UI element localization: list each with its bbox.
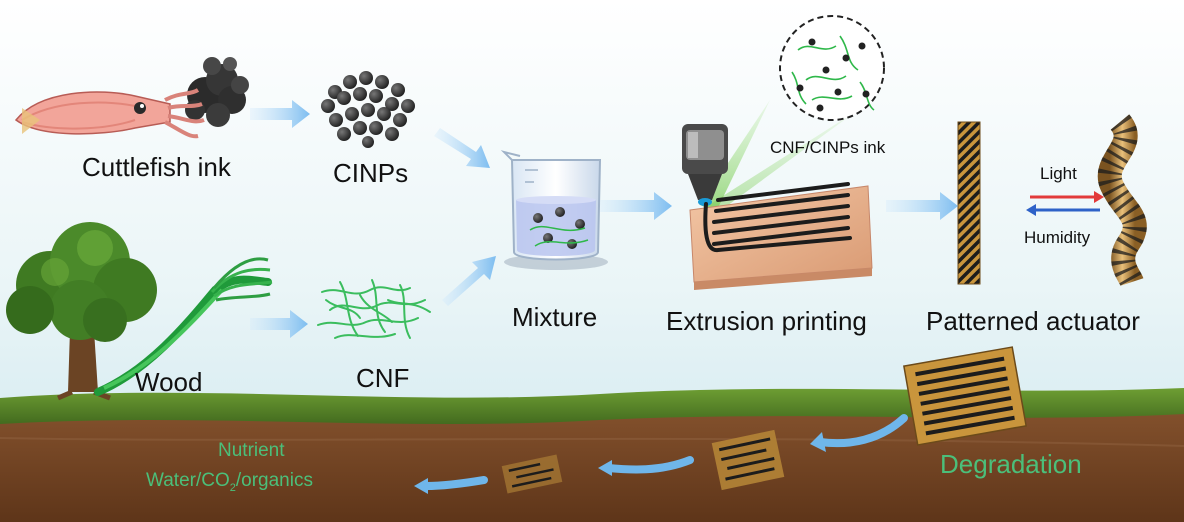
beaker-icon — [500, 150, 608, 270]
flow-arrow-ink-to-cinps — [250, 100, 310, 128]
humidity-arrow-icon — [1026, 204, 1100, 216]
label-humidity: Humidity — [1024, 228, 1091, 247]
label-mixture: Mixture — [512, 302, 598, 332]
flow-arrow-printing-to-actuator — [886, 192, 958, 220]
degradation-actuator-partial — [711, 429, 785, 491]
flow-arrow-cinps-to-mixture — [434, 128, 490, 168]
label-cinps: CINPs — [333, 158, 409, 188]
label-light: Light — [1040, 164, 1077, 183]
degradation-arrow-1 — [816, 414, 908, 448]
label-extrusion-printing: Extrusion printing — [666, 306, 867, 336]
flow-arrow-wood-to-cnf — [250, 310, 308, 338]
light-arrow-icon — [1030, 191, 1104, 203]
flat-actuator-icon — [957, 121, 981, 285]
soil-layer — [0, 390, 1184, 522]
wood-fiber-bundle-icon — [94, 257, 273, 396]
degradation-arrow-2 — [604, 456, 694, 474]
label-cnf: CNF — [356, 363, 410, 393]
label-cnf-cinps-ink: CNF/CINPs ink — [770, 138, 886, 157]
printed-plate-icon — [689, 182, 873, 290]
label-decomposition-products: Water/CO2/organics — [146, 470, 313, 494]
grass-layer — [0, 388, 1184, 424]
bent-actuator-icon — [1097, 114, 1147, 288]
ink-cloud-icon — [185, 57, 249, 127]
label-cuttlefish-ink: Cuttlefish ink — [82, 152, 231, 182]
ink-zoom-circle — [700, 15, 885, 214]
degradation-actuator-whole — [903, 346, 1027, 446]
label-patterned-actuator: Patterned actuator — [926, 306, 1140, 336]
degradation-actuator-fragments — [501, 454, 563, 494]
printer-nozzle-icon — [682, 124, 728, 206]
degradation-arrow-3 — [422, 476, 488, 490]
cnf-fibers-icon — [317, 279, 431, 339]
tree-icon — [6, 222, 157, 401]
label-degradation: Degradation — [940, 449, 1082, 479]
label-wood: Wood — [135, 367, 203, 397]
label-nutrient: Nutrient — [218, 440, 285, 461]
flow-arrow-mixture-to-printing — [600, 192, 672, 220]
cuttlefish-icon — [14, 57, 249, 139]
flow-arrow-cnf-to-mixture — [442, 256, 496, 306]
cinps-particles-icon — [321, 71, 415, 148]
